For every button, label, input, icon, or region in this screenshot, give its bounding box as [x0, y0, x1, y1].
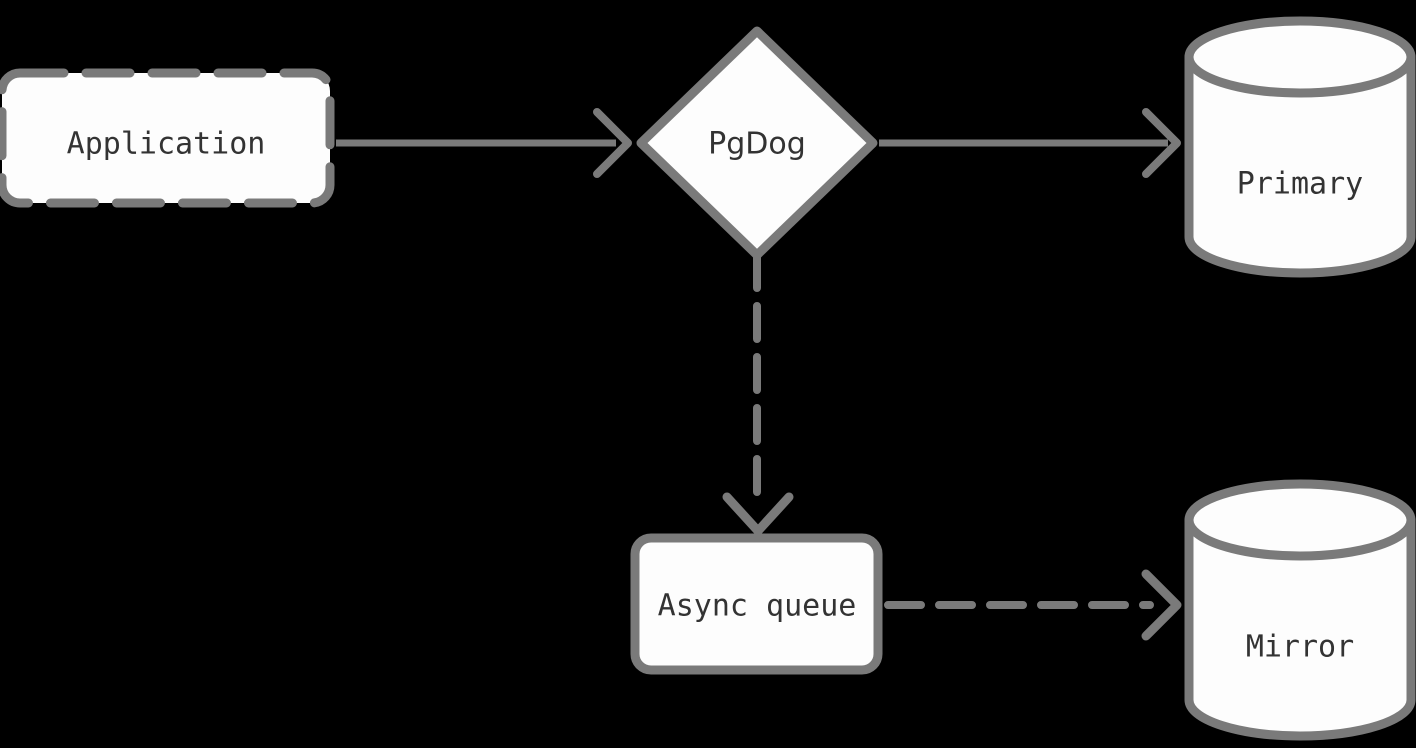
arrowhead-icon-pgdog-to-primary: [1142, 108, 1181, 178]
node-mirror-label: Mirror: [1246, 630, 1354, 665]
edge-pgdog-to-primary: [879, 108, 1181, 178]
arrowhead-icon-pgdog-to-async-queue: [722, 492, 794, 536]
node-async-queue-label: Async queue: [658, 589, 857, 624]
node-mirror[interactable]: Mirror: [1184, 479, 1416, 741]
arrowhead-icon-application-to-pgdog: [593, 108, 632, 178]
node-application-border: [0, 68, 335, 208]
node-pgdog[interactable]: PgDog: [636, 26, 878, 260]
node-primary[interactable]: Primary: [1184, 16, 1416, 278]
node-application-label: Application: [67, 127, 266, 162]
node-application[interactable]: Application: [0, 68, 335, 208]
node-pgdog-label: PgDog: [708, 127, 806, 162]
node-application-fill: [2, 73, 330, 203]
node-async-queue-shape: [630, 533, 883, 675]
node-primary-body: [1184, 52, 1416, 278]
edge-async-queue-to-mirror: [884, 569, 1182, 641]
node-async-queue[interactable]: Async queue: [630, 533, 883, 675]
node-mirror-body: [1184, 515, 1416, 741]
node-pgdog-shape: [636, 26, 878, 260]
node-primary-label: Primary: [1237, 167, 1363, 202]
edge-application-to-pgdog: [336, 108, 632, 178]
edge-pgdog-to-async-queue: [722, 251, 794, 536]
arrowhead-icon-async-queue-to-mirror: [1141, 569, 1182, 641]
node-mirror-top-ellipse: [1184, 479, 1416, 561]
node-primary-top-ellipse: [1184, 16, 1416, 98]
